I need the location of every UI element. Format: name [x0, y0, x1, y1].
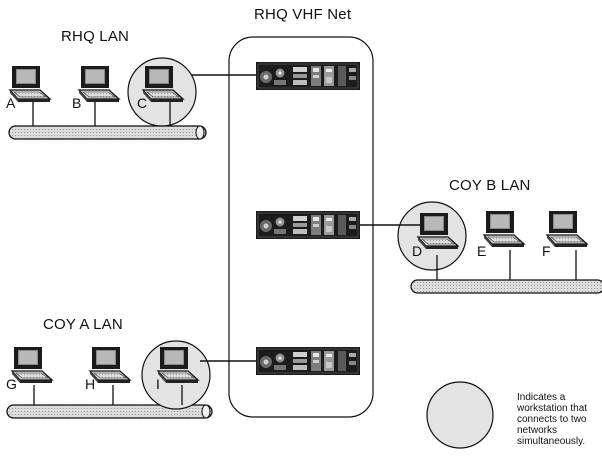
workstation-label-d: D — [412, 243, 422, 259]
laptop-icon — [10, 66, 50, 102]
workstation-label-g: G — [6, 376, 17, 392]
workstation-label-c: C — [137, 95, 147, 111]
dual-network-circle-d — [398, 202, 466, 270]
workstation-label-e: E — [477, 243, 486, 259]
radio-set-icon — [256, 62, 360, 90]
legend-line: simultaneously. — [517, 436, 602, 447]
laptop-icon — [90, 347, 130, 383]
legend-circle — [427, 382, 493, 448]
radio-set-icon — [256, 211, 360, 239]
laptop-icon — [547, 211, 587, 247]
workstation-label-f: F — [542, 243, 551, 259]
workstation-label-i: I — [156, 376, 160, 392]
legend-line: workstation that — [517, 403, 602, 414]
rhq-lan-cable — [9, 126, 206, 139]
legend-description: Indicates a workstation that connects to… — [517, 392, 602, 447]
radio-set-icon — [256, 347, 360, 375]
laptop-icon — [12, 347, 52, 383]
laptop-icon — [484, 211, 524, 247]
laptop-icon — [79, 66, 119, 102]
legend-line: networks — [517, 425, 602, 436]
workstation-label-b: B — [72, 95, 81, 111]
legend-line: connects to two — [517, 414, 602, 425]
coy-b-lan-cable — [411, 280, 602, 293]
legend-line: Indicates a — [517, 392, 602, 403]
workstation-label-h: H — [85, 376, 95, 392]
coy-b-lan-title: COY B LAN — [449, 177, 531, 194]
rhq-lan-title: RHQ LAN — [61, 28, 129, 45]
coy-a-lan-title: COY A LAN — [43, 316, 123, 333]
workstation-label-a: A — [6, 95, 15, 111]
vhf-net-title: RHQ VHF Net — [254, 6, 351, 23]
